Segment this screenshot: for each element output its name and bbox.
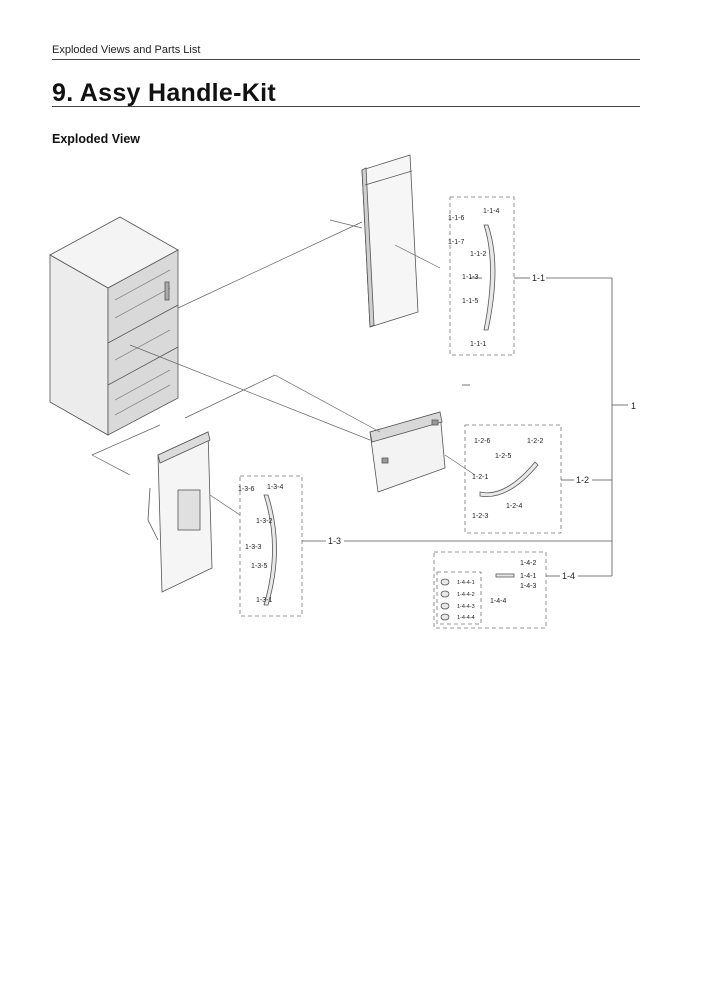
callout-1-3: 1-3 [328, 536, 341, 546]
part-1-4-4: 1-4-4 [490, 598, 506, 605]
part-1-2-5: 1-2-5 [495, 453, 511, 460]
part-1-1-2: 1-1-2 [470, 251, 486, 258]
callout-1-2: 1-2 [576, 475, 589, 485]
part-1-1-4: 1-1-4 [483, 208, 499, 215]
part-1-4-4-1: 1-4-4-1 [457, 580, 475, 586]
leader-lines [91, 219, 476, 516]
header-rule [52, 59, 640, 60]
fridge-door-drawing [361, 154, 419, 328]
part-1-4-4-2: 1-4-4-2 [457, 592, 475, 598]
part-1-3-2: 1-3-2 [256, 518, 272, 525]
part-1-1-5: 1-1-5 [462, 298, 478, 305]
callout-lines [302, 277, 628, 577]
freezer-door-drawing [369, 411, 446, 493]
part-1-4-3: 1-4-3 [520, 583, 536, 590]
part-1-4-2: 1-4-2 [520, 560, 536, 567]
group-boxes [239, 196, 562, 629]
part-1-2-2: 1-2-2 [527, 438, 543, 445]
part-1-3-1: 1-3-1 [256, 597, 272, 604]
part-1-1-7: 1-1-7 [448, 239, 464, 246]
dispenser-door-drawing [147, 431, 213, 593]
part-1-2-4: 1-2-4 [506, 503, 522, 510]
page-title: 9. Assy Handle-Kit [52, 79, 276, 107]
part-1-1-1: 1-1-1 [470, 341, 486, 348]
part-1-4-4-4: 1-4-4-4 [457, 615, 475, 621]
part-1-2-6: 1-2-6 [474, 438, 490, 445]
callout-1-4: 1-4 [562, 571, 575, 581]
section-subtitle: Exploded View [52, 132, 140, 146]
part-1-3-6: 1-3-6 [238, 486, 254, 493]
part-1-2-3: 1-2-3 [472, 513, 488, 520]
refrigerator-body-drawing [49, 216, 179, 436]
part-1-1-3: 1-1-3 [462, 274, 478, 281]
callout-1: 1 [631, 401, 636, 411]
part-1-3-4: 1-3-4 [267, 484, 283, 491]
part-1-3-3: 1-3-3 [245, 544, 261, 551]
part-1-4-1: 1-4-1 [520, 573, 536, 580]
title-rule [52, 106, 640, 107]
part-1-1-6: 1-1-6 [448, 215, 464, 222]
callout-1-1: 1-1 [532, 273, 545, 283]
handle-drawings [263, 224, 539, 621]
part-1-4-4-3: 1-4-4-3 [457, 604, 475, 610]
part-1-2-1: 1-2-1 [472, 474, 488, 481]
part-1-3-5: 1-3-5 [251, 563, 267, 570]
header-section-label: Exploded Views and Parts List [52, 44, 201, 56]
